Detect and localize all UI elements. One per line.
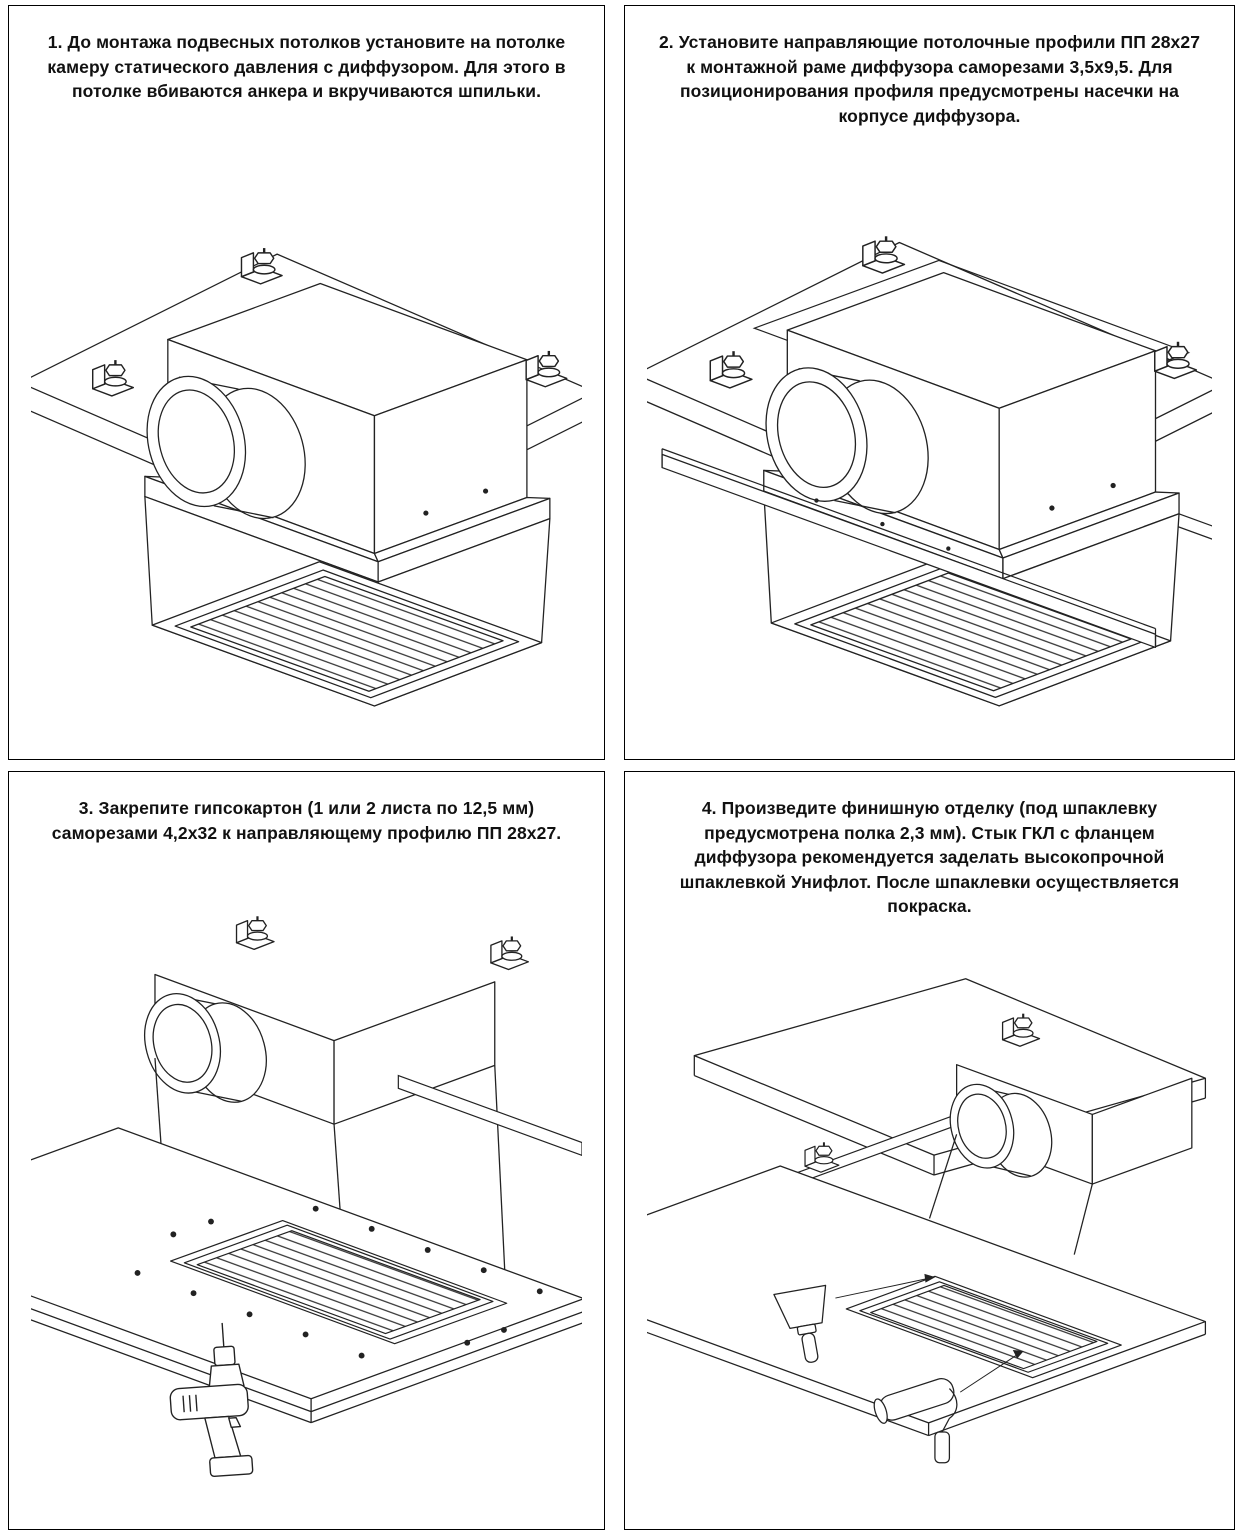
leader-lines	[835, 1273, 1024, 1393]
step-1-illustration	[31, 246, 582, 707]
plenum-box	[928, 1063, 1193, 1255]
screw-holes	[134, 1205, 543, 1359]
paint-roller-illustration	[873, 1377, 958, 1463]
step-3-figure	[31, 855, 582, 1521]
step-1-figure	[31, 114, 582, 752]
putty-knife-illustration	[773, 1284, 827, 1363]
anchor-bolt-icon	[235, 915, 276, 951]
panel-step-3: 3. Закрепите гипсокартон (1 или 2 листа …	[8, 771, 605, 1530]
step-3-caption: 3. Закрепите гипсокартон (1 или 2 листа …	[51, 798, 562, 843]
step-2-illustration	[647, 235, 1212, 707]
screwdriver-illustration	[169, 1322, 254, 1478]
step-2-caption: 2. Установите направляющие потолочные пр…	[658, 32, 1201, 126]
anchor-bolt-icon	[1153, 340, 1198, 380]
plenum-diffuser-unit	[750, 271, 1180, 707]
step-1-caption: 1. До монтажа подвесных потолков установ…	[47, 32, 566, 101]
panel-step-4: 4. Произведите финишную отделку (под шпа…	[624, 771, 1235, 1530]
panel-step-2: 2. Установите направляющие потолочные пр…	[624, 5, 1235, 760]
anchor-bolt-icon	[804, 1140, 840, 1173]
anchor-bolt-icon	[524, 349, 568, 388]
step-4-figure	[647, 929, 1212, 1522]
panel-step-1: 1. До монтажа подвесных потолков установ…	[8, 5, 605, 760]
step-2-figure	[647, 138, 1212, 751]
grille-opening	[169, 1220, 508, 1345]
step-3-illustration	[31, 915, 582, 1478]
step-4-illustration	[647, 977, 1207, 1463]
guide-profile	[397, 1074, 582, 1157]
guide-profile-front	[661, 448, 1157, 649]
step-4-caption: 4. Произведите финишную отделку (под шпа…	[679, 798, 1180, 916]
profile-screws	[814, 498, 951, 551]
anchor-bolt-icon	[489, 935, 530, 971]
diffuser-grille	[845, 1275, 1122, 1378]
plenum-diffuser-unit	[132, 282, 551, 707]
